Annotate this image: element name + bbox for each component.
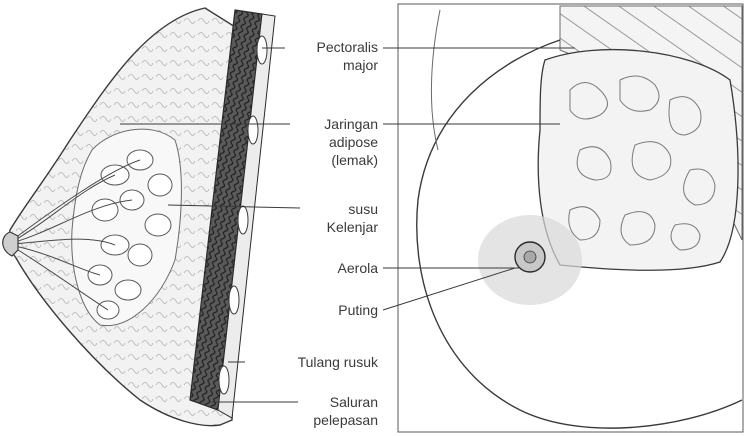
label-saluran-line1: Saluran <box>286 393 378 411</box>
nipple-side <box>3 232 18 256</box>
label-pectoralis-line1: Pectoralis <box>286 38 378 56</box>
label-kelenjar-line1: susu <box>286 200 378 218</box>
label-pectoralis-line2: major <box>286 56 378 74</box>
label-jaringan-line2: adipose <box>286 133 378 151</box>
side-view-breast <box>3 8 275 426</box>
label-jaringan-line1: Jaringan <box>286 115 378 133</box>
label-kelenjar-susu: susu Kelenjar <box>286 200 378 236</box>
label-jaringan-line3: (lemak) <box>286 151 378 169</box>
frontal-view-breast <box>398 4 743 432</box>
label-pectoralis-major: Pectoralis major <box>286 38 378 74</box>
label-saluran-pelepasan: Saluran pelepasan <box>286 393 378 429</box>
label-jaringan-adipose: Jaringan adipose (lemak) <box>286 115 378 169</box>
label-puting: Puting <box>286 301 378 319</box>
label-saluran-line2: pelepasan <box>286 411 378 429</box>
label-kelenjar-line2: Kelenjar <box>286 218 378 236</box>
label-aerola: Aerola <box>286 259 378 277</box>
label-tulang-rusuk: Tulang rusuk <box>246 353 378 371</box>
